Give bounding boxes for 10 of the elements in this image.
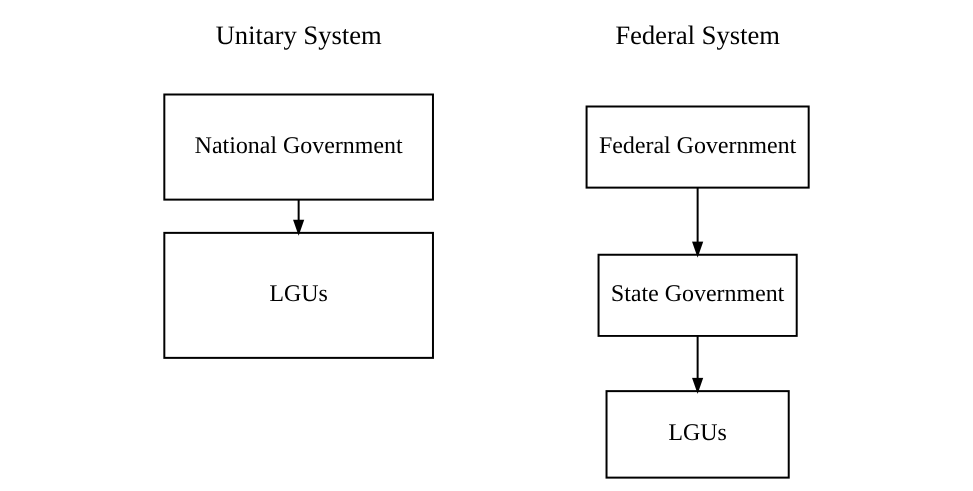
arrow	[692, 336, 704, 394]
node-box: National Government	[163, 94, 434, 201]
node-box: Federal Government	[586, 106, 810, 189]
node-box: LGUs	[163, 232, 434, 359]
arrow	[692, 188, 704, 258]
arrow	[293, 200, 304, 236]
node-box: State Government	[598, 254, 798, 337]
label: Unitary System	[216, 20, 382, 50]
node-box: LGUs	[606, 390, 790, 479]
label: Federal System	[615, 20, 780, 50]
